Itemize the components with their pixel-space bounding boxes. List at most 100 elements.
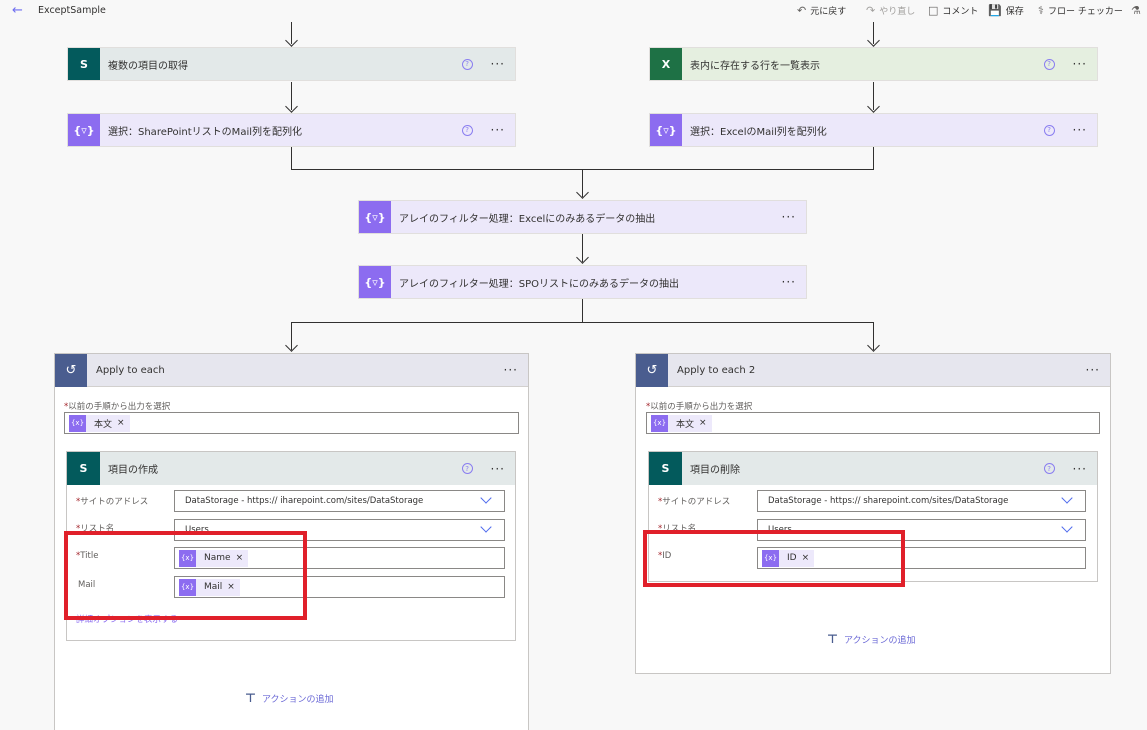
more-options-icon[interactable]: ··· [781, 275, 796, 289]
connector [291, 322, 874, 323]
expression-icon: {x} [179, 578, 196, 596]
list-name-dropdown[interactable]: Users [174, 519, 505, 541]
create-item-action: S 項目の作成 ? ··· [66, 451, 516, 641]
mail-label: Mail [78, 580, 96, 590]
arrow-down-icon [867, 34, 880, 47]
flow-title: ExceptSample [38, 5, 106, 16]
id-field[interactable]: {x} ID × [757, 547, 1086, 569]
select-data-icon: {▿} [68, 114, 100, 146]
remove-token-icon[interactable]: × [801, 553, 810, 563]
create-item-header[interactable]: S 項目の作成 ? ··· [67, 452, 515, 485]
undo-icon: ↶ [797, 4, 807, 17]
more-options-icon[interactable]: ··· [1072, 123, 1087, 137]
select-sp-action[interactable]: {▿} 選択：SharePointリストのMail列を配列化 ? ··· [67, 113, 516, 147]
connector [291, 22, 292, 44]
token-body[interactable]: {x} 本文 × [69, 414, 130, 432]
help-icon[interactable]: ? [1043, 124, 1055, 136]
expression-icon: {x} [762, 549, 779, 567]
delete-item-header[interactable]: S 項目の削除 ? ··· [649, 452, 1097, 485]
site-address-label: *サイトのアドレス [76, 497, 149, 507]
arrow-down-icon [285, 34, 298, 47]
comment-button[interactable]: □ コメント [928, 4, 979, 17]
help-icon[interactable]: ? [1043, 58, 1055, 70]
list-name-label: *リスト名 [76, 524, 115, 534]
highlight-box [643, 530, 905, 587]
help-icon[interactable]: ? [1043, 463, 1055, 474]
connector [291, 82, 292, 110]
filter-array-icon: {▿} [359, 201, 391, 233]
redo-button[interactable]: ↷ やり直し [866, 4, 916, 17]
show-advanced-link[interactable]: 詳細オプションを表示する [76, 615, 179, 625]
chevron-down-icon [1061, 492, 1073, 504]
filter-excel-action[interactable]: {▿} アレイのフィルター処理：Excelにのみあるデータの抽出 ··· [358, 200, 807, 234]
more-options-icon[interactable]: ··· [490, 57, 505, 71]
token-id[interactable]: {x} ID × [762, 549, 815, 567]
token-mail[interactable]: {x} Mail × [179, 578, 240, 596]
save-button[interactable]: 💾 保存 [988, 4, 1024, 17]
add-action-button[interactable]: ⊤ アクションの追加 [245, 691, 334, 705]
chevron-down-icon [1061, 521, 1073, 533]
id-label: *ID [658, 551, 672, 561]
remove-token-icon[interactable]: × [235, 553, 244, 563]
help-icon[interactable]: ? [461, 124, 473, 136]
remove-token-icon[interactable]: × [117, 418, 125, 428]
apply-to-each-header[interactable]: ↺ Apply to each ··· [55, 353, 528, 387]
more-options-icon[interactable]: ··· [1085, 363, 1100, 377]
highlight-box [64, 531, 307, 620]
more-options-icon[interactable]: ··· [503, 363, 518, 377]
title-field[interactable]: {x} Name × [174, 547, 505, 569]
sharepoint-icon: S [68, 48, 100, 80]
connector [582, 299, 583, 322]
save-icon: 💾 [988, 4, 1002, 17]
redo-icon: ↷ [866, 4, 876, 17]
filter-spo-action[interactable]: {▿} アレイのフィルター処理：SPOリストにのみあるデータの抽出 ··· [358, 265, 807, 299]
output-select-field[interactable]: {x} 本文 × [646, 412, 1100, 434]
add-action-icon: ⊤ [827, 632, 838, 646]
token-name[interactable]: {x} Name × [179, 549, 249, 567]
loop-icon: ↺ [55, 353, 87, 387]
expression-icon: {x} [69, 414, 86, 432]
chevron-down-icon [480, 521, 492, 533]
more-options-icon[interactable]: ··· [781, 210, 796, 224]
get-items-action[interactable]: S 複数の項目の取得 ? ··· [67, 47, 516, 81]
connector [291, 322, 292, 350]
site-address-label: *サイトのアドレス [658, 497, 731, 507]
arrow-down-icon [867, 100, 880, 113]
chevron-down-icon [480, 492, 492, 504]
top-bar: ← ExceptSample ↶ 元に戻す ↷ やり直し □ コメント 💾 保存… [0, 0, 1147, 22]
arrow-down-icon [285, 339, 298, 352]
back-arrow-icon[interactable]: ← [12, 3, 23, 18]
help-icon[interactable]: ? [461, 463, 473, 474]
add-action-button[interactable]: ⊤ アクションの追加 [827, 632, 916, 646]
loop-icon: ↺ [636, 353, 668, 387]
title-label: *Title [76, 551, 99, 561]
site-address-dropdown[interactable]: DataStorage - https:// iharepoint.com/si… [174, 490, 505, 512]
arrow-down-icon [285, 100, 298, 113]
apply-to-each-2-header[interactable]: ↺ Apply to each 2 ··· [636, 353, 1110, 387]
connector [873, 322, 874, 350]
arrow-down-icon [576, 186, 589, 199]
output-label: *以前の手順から出力を選択 [646, 402, 753, 412]
test-button[interactable]: ⚗ [1131, 4, 1141, 17]
undo-button[interactable]: ↶ 元に戻す [797, 4, 847, 17]
token-body[interactable]: {x} 本文 × [651, 414, 712, 432]
list-rows-action[interactable]: X 表内に存在する行を一覧表示 ? ··· [649, 47, 1098, 81]
connector [873, 82, 874, 110]
remove-token-icon[interactable]: × [699, 418, 707, 428]
more-options-icon[interactable]: ··· [490, 123, 505, 137]
help-icon[interactable]: ? [461, 58, 473, 70]
mail-field[interactable]: {x} Mail × [174, 576, 505, 598]
site-address-dropdown[interactable]: DataStorage - https:// sharepoint.com/si… [757, 490, 1086, 512]
select-excel-action[interactable]: {▿} 選択：ExcelのMail列を配列化 ? ··· [649, 113, 1098, 147]
output-select-field[interactable]: {x} 本文 × [64, 412, 519, 434]
connector [582, 169, 583, 197]
more-options-icon[interactable]: ··· [490, 461, 505, 476]
more-options-icon[interactable]: ··· [1072, 461, 1087, 476]
remove-token-icon[interactable]: × [227, 582, 235, 592]
arrow-down-icon [867, 339, 880, 352]
excel-icon: X [650, 48, 682, 80]
output-label: *以前の手順から出力を選択 [64, 402, 171, 412]
filter-array-icon: {▿} [359, 266, 391, 298]
more-options-icon[interactable]: ··· [1072, 57, 1087, 71]
flow-checker-button[interactable]: ⚕ フロー チェッカー [1038, 4, 1123, 17]
